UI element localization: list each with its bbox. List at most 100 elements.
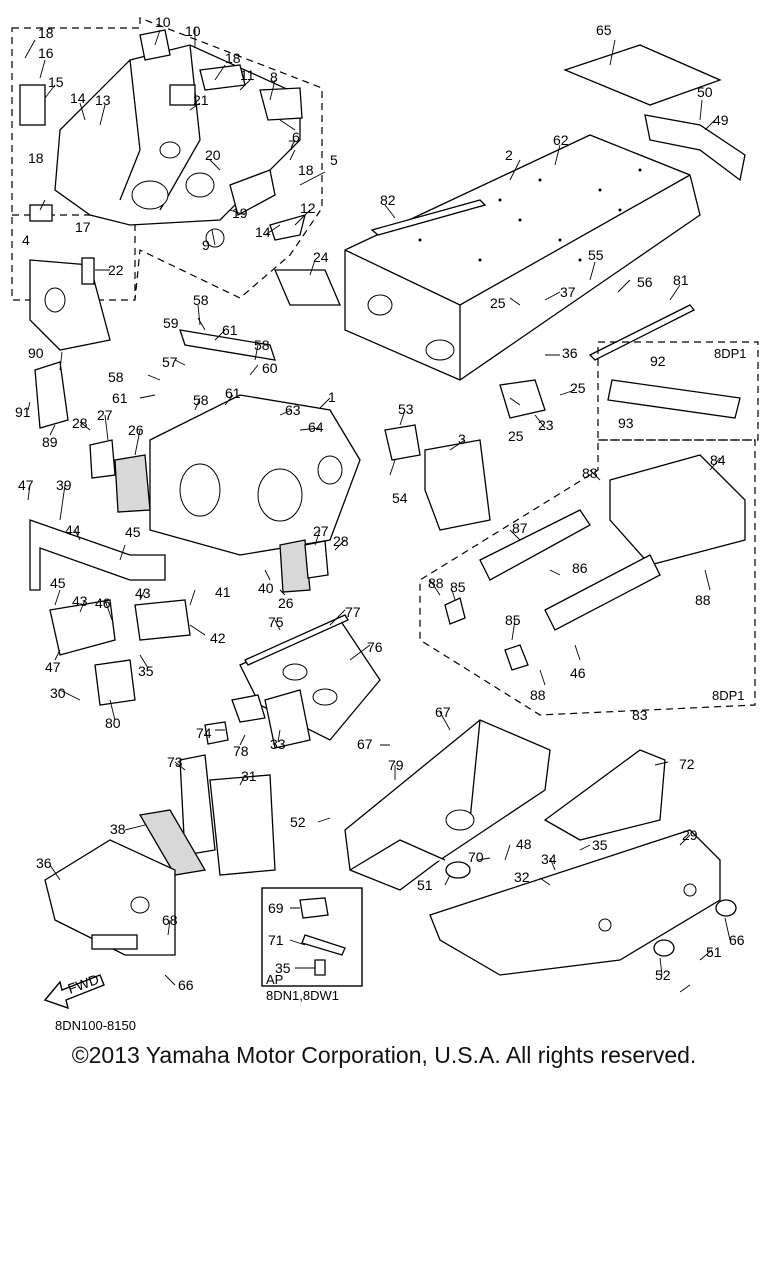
callout-label: 25 — [490, 295, 506, 311]
callout-label: 14 — [70, 90, 86, 106]
callout-label: 74 — [196, 725, 212, 741]
callout-label: 40 — [258, 580, 274, 596]
callout-label: 80 — [105, 715, 121, 731]
copyright-notice: ©2013 Yamaha Motor Corporation, U.S.A. A… — [71, 1042, 697, 1068]
callout-label: 18 — [38, 25, 54, 41]
dp1-bottom-label: 8DP1 — [712, 688, 745, 703]
bracket-part-70 — [299, 897, 329, 919]
main-frame-part-1 — [149, 329, 361, 556]
callout-label: 61 — [222, 322, 238, 338]
forward-arrow-icon: FWD — [43, 971, 105, 1010]
step-part-42 — [49, 599, 116, 656]
strip-part-81 — [588, 304, 696, 361]
callout-label: 28 — [72, 415, 88, 431]
callout-label: 17 — [75, 219, 91, 235]
plate-part-65 — [563, 44, 722, 106]
callout-label: 16 — [38, 45, 54, 61]
callout-label: 41 — [215, 584, 231, 600]
callout-label: 60 — [262, 360, 278, 376]
callout-label: 30 — [50, 685, 66, 701]
dp1-top-label: 8DP1 — [714, 346, 747, 361]
tunnel-part-2 — [344, 134, 701, 381]
callout-label: 36 — [562, 345, 578, 361]
callout-label: 11 — [240, 67, 255, 83]
callout-label: 67 — [435, 704, 451, 720]
callout-label: 19 — [232, 205, 248, 221]
step-part-41 — [134, 599, 191, 641]
pad-part-76 — [204, 721, 229, 745]
callout-label: 24 — [313, 249, 329, 265]
callout-label: 62 — [553, 132, 569, 148]
callout-label: 45 — [125, 524, 141, 540]
callout-label: 22 — [108, 262, 124, 278]
callout-label: 45 — [50, 575, 66, 591]
grommet-part-66-left — [653, 939, 675, 957]
callout-label: 51 — [706, 944, 722, 960]
bolt-part-71 — [314, 959, 326, 976]
callout-label: 12 — [300, 200, 316, 216]
bracket-part-4 — [29, 257, 111, 351]
callout-label: 28 — [333, 533, 349, 549]
bracket-part-69 — [301, 934, 346, 956]
callout-label: 31 — [241, 768, 257, 784]
handle-part-39 — [29, 519, 166, 591]
callout-label: 56 — [637, 274, 653, 290]
callout-label: 89 — [42, 434, 58, 450]
callout-label: 63 — [285, 402, 301, 418]
callout-label: 91 — [15, 404, 31, 420]
boot-part-26-upper — [114, 454, 151, 513]
callout-label: 20 — [205, 147, 221, 163]
callout-label: 50 — [697, 84, 713, 100]
callout-label: 66 — [178, 977, 194, 993]
callout-label: 33 — [270, 736, 286, 752]
callout-label: 35 — [592, 837, 608, 853]
callout-label: 55 — [588, 247, 604, 263]
callout-label: 66 — [729, 932, 745, 948]
callout-label: 87 — [512, 520, 528, 536]
callout-label: 46 — [95, 595, 111, 611]
panel-part-79 — [543, 749, 666, 841]
callout-label: 18 — [298, 162, 314, 178]
callout-label: 67 — [357, 736, 373, 752]
callout-label: 43 — [135, 585, 151, 601]
bracket-part-23 — [499, 379, 546, 419]
callout-label: 4 — [22, 232, 30, 248]
callout-label: 42 — [210, 630, 226, 646]
callout-label: 59 — [163, 315, 179, 331]
gasket-part-27-upper — [89, 439, 116, 479]
callout-label: 70 — [468, 849, 484, 865]
callout-label: 82 — [380, 192, 396, 208]
callout-label: 58 — [108, 369, 124, 385]
callout-label: 14 — [255, 224, 271, 240]
callout-label: 38 — [110, 821, 126, 837]
callout-label: 26 — [278, 595, 294, 611]
kit-parts-84-86-87 — [444, 454, 746, 671]
callout-label: 44 — [65, 522, 81, 538]
callout-label: 46 — [570, 665, 586, 681]
callout-label: 88 — [582, 465, 598, 481]
callout-label: 1 — [328, 389, 336, 405]
callout-label: 52 — [655, 967, 671, 983]
callout-label: 27 — [97, 407, 113, 423]
callout-label: 88 — [695, 592, 711, 608]
callout-label: 13 — [95, 92, 111, 108]
nose-pan-part-29 — [44, 839, 176, 956]
ap-box-label-line2: 8DN1,8DW1 — [266, 988, 339, 1003]
callout-labels: 18 16 15 14 13 10 10 18 11 8 21 6 20 7 1… — [15, 14, 745, 993]
callout-label: 64 — [308, 419, 324, 435]
boot-part-26-lower — [279, 539, 311, 593]
callout-label: 88 — [428, 575, 444, 591]
callout-label: 15 — [48, 74, 64, 90]
gasket-part-27-lower — [304, 540, 329, 579]
callout-label: 68 — [162, 912, 178, 928]
callout-label: 10 — [185, 23, 201, 39]
callout-label: 61 — [225, 385, 241, 401]
callout-label: 53 — [398, 401, 414, 417]
belly-pan-part-33 — [344, 719, 551, 891]
panel-parts-75-77-80 — [239, 614, 381, 741]
bracket-part-49 — [644, 114, 746, 182]
callout-label: 26 — [128, 422, 144, 438]
callout-label: 81 — [673, 272, 689, 288]
kit-label-93: 93 — [618, 415, 634, 431]
strip-part-92-93 — [607, 379, 741, 419]
